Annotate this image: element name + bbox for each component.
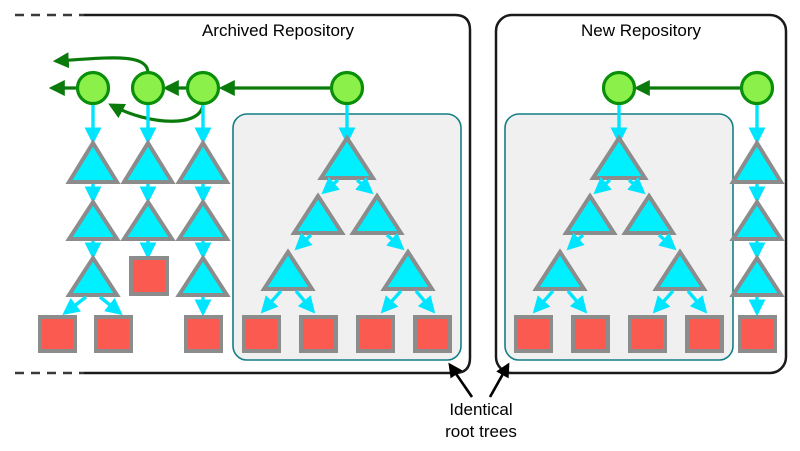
commit-node — [329, 70, 365, 106]
new-repository-title: New Repository — [581, 21, 701, 40]
link-arrow — [657, 232, 677, 251]
link-arrow — [380, 289, 403, 314]
link-arrow — [566, 289, 588, 314]
annotation-arrow-right — [488, 362, 510, 398]
tree-node — [729, 254, 785, 297]
tree-node — [652, 248, 708, 291]
blob-node — [514, 315, 553, 353]
link-arrow — [593, 176, 612, 195]
commit-node — [185, 70, 221, 106]
commit-node — [75, 70, 111, 106]
tree-node — [65, 198, 121, 241]
link-arrow — [652, 289, 675, 314]
archived-repository-title: Archived Repository — [202, 21, 355, 40]
blob-node — [738, 315, 777, 353]
commit-nodes-archived — [75, 70, 365, 106]
tree-node — [532, 248, 588, 291]
tree-node — [621, 192, 677, 235]
blob-node — [94, 315, 133, 353]
blob-node — [628, 315, 667, 353]
tree-node — [729, 198, 785, 241]
new-repository-box: New Repository — [494, 13, 788, 375]
blob-node — [299, 315, 338, 353]
tree-node — [175, 198, 231, 241]
annotation-line-2: root trees — [445, 422, 517, 441]
link-arrow — [627, 176, 646, 195]
tree-node — [380, 248, 436, 291]
commit-edge-3-to-1-curve — [108, 102, 205, 123]
link-arrow — [566, 232, 585, 251]
link-arrow — [414, 289, 436, 314]
annotation-line-1: Identical — [449, 400, 512, 419]
link-arrow — [355, 176, 374, 195]
link-arrow — [686, 289, 708, 314]
tree-node — [260, 248, 316, 291]
blob-node — [685, 315, 724, 353]
tree-node — [65, 254, 121, 297]
blob-node — [571, 315, 610, 353]
blob-node — [184, 315, 223, 353]
new-root-tree — [514, 104, 724, 353]
link-arrow — [62, 295, 88, 316]
tree-node — [290, 192, 346, 235]
link-arrow — [321, 176, 340, 195]
link-arrow — [385, 232, 405, 251]
commit-node — [739, 70, 775, 106]
identical-root-trees-annotation: Identical root trees — [445, 362, 517, 441]
blob-node — [38, 315, 77, 353]
blob-node — [129, 256, 169, 296]
tree-node — [175, 139, 231, 184]
tree-node — [729, 139, 785, 184]
blob-node — [356, 315, 395, 353]
tree-node — [349, 192, 405, 235]
tree-node-root — [317, 134, 377, 180]
tree-node — [562, 192, 618, 235]
link-arrow — [260, 289, 283, 314]
tree-node — [175, 254, 231, 297]
commit-arrows-archived — [48, 52, 330, 123]
blob-node — [242, 315, 281, 353]
link-arrow — [532, 289, 555, 314]
tree-node-root — [589, 134, 649, 180]
commit-nodes-new — [601, 70, 775, 106]
commit-node — [601, 70, 637, 106]
link-arrow — [294, 289, 316, 314]
new-branch-column-1 — [729, 104, 785, 353]
archived-branch-column-2 — [120, 104, 176, 296]
tree-node — [120, 198, 176, 241]
blob-node — [413, 315, 452, 353]
archived-branch-column-3 — [175, 104, 231, 353]
annotation-arrow-left — [448, 362, 474, 398]
link-arrow — [294, 232, 313, 251]
archived-root-tree — [242, 104, 452, 353]
tree-node — [65, 139, 121, 184]
commit-node — [130, 70, 166, 106]
outer-frame — [15, 13, 84, 375]
archived-branch-column-1 — [38, 104, 133, 353]
commit-edge-2-to-offscreen-curve — [52, 52, 150, 74]
link-arrow — [98, 295, 123, 316]
tree-node — [120, 139, 176, 184]
